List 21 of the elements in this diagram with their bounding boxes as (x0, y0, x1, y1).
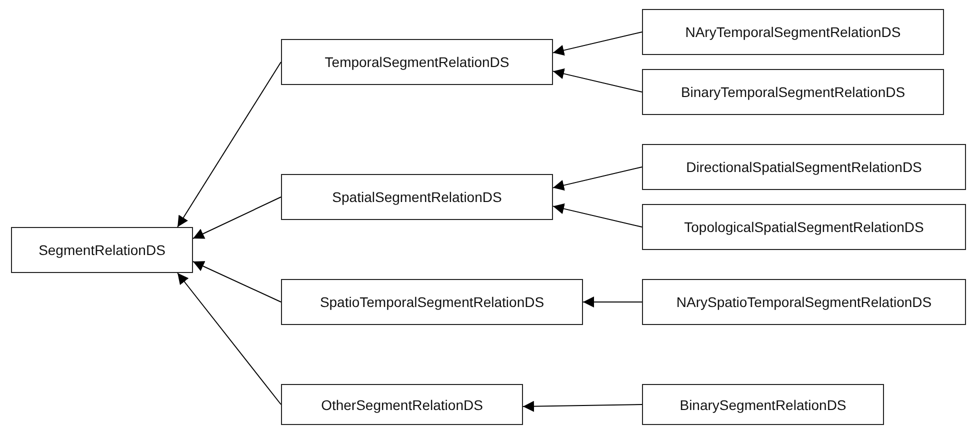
class-box: BinaryTemporalSegmentRelationDS (642, 69, 944, 115)
arrow (192, 261, 282, 302)
arrow (552, 166, 642, 191)
class-box: SpatioTemporalSegmentRelationDS (281, 279, 583, 325)
arrow (552, 32, 642, 56)
arrow (192, 196, 282, 239)
class-box: SpatialSegmentRelationDS (281, 174, 553, 220)
arrow (522, 400, 642, 412)
class-box: TopologicalSpatialSegmentRelationDS (642, 204, 966, 250)
class-box: SegmentRelationDS (11, 227, 193, 273)
arrow (177, 62, 282, 228)
class-box: TemporalSegmentRelationDS (281, 39, 553, 85)
arrow (177, 272, 282, 405)
arrow (552, 203, 642, 228)
arrow (552, 68, 642, 92)
class-box: DirectionalSpatialSegmentRelationDS (642, 144, 966, 190)
class-box: NArySpatioTemporalSegmentRelationDS (642, 279, 966, 325)
class-box: NAryTemporalSegmentRelationDS (642, 9, 944, 55)
class-box: OtherSegmentRelationDS (281, 384, 523, 425)
arrow (582, 296, 642, 308)
class-box: BinarySegmentRelationDS (642, 384, 884, 425)
